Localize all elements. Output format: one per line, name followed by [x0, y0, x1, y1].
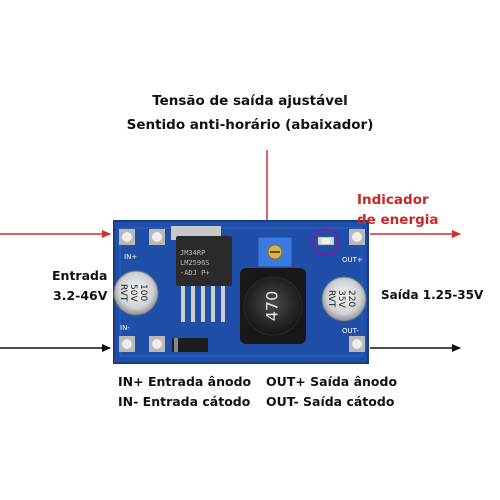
svg-text:RVT: RVT: [118, 284, 128, 302]
pin-out-plus: OUT+: [342, 256, 363, 264]
trimmer-potentiometer: [257, 236, 293, 268]
input-name: Entrada: [52, 268, 108, 283]
power-indicator-line2: de energia: [357, 212, 439, 228]
svg-text:LM2596S: LM2596S: [180, 259, 210, 267]
mounting-holes: [119, 229, 365, 352]
output-label: Saída 1.25-35V: [381, 288, 484, 302]
inductor: 470: [240, 268, 306, 344]
svg-text:JM34RP: JM34RP: [180, 249, 205, 257]
svg-text:35V: 35V: [336, 290, 346, 308]
adjustable-voltage-title: Tensão de saída ajustável: [152, 93, 348, 109]
input-capacitor: 100 50V RVT: [113, 270, 159, 316]
power-led: [317, 236, 335, 246]
svg-text:220: 220: [346, 290, 356, 307]
power-led-highlight: [312, 228, 340, 256]
svg-text:RVT: RVT: [326, 290, 336, 308]
adjustment-direction-title: Sentido anti-horário (abaixador): [126, 117, 374, 133]
input-range: 3.2-46V: [53, 288, 108, 303]
legend-out-plus: OUT+ Saída ânodo: [266, 374, 398, 389]
legend-in-minus: IN- Entrada cátodo: [118, 394, 251, 409]
svg-text:100: 100: [138, 284, 148, 301]
svg-text:470: 470: [263, 291, 282, 322]
output-legend: OUT+ Saída ânodo OUT- Saída cátodo: [266, 372, 397, 412]
input-legend: IN+ Entrada ânodo IN- Entrada cátodo: [118, 372, 251, 412]
svg-text:50V: 50V: [128, 284, 138, 302]
power-indicator-line1: Indicador: [357, 192, 429, 208]
output-capacitor: 220 35V RVT: [321, 276, 367, 322]
svg-text:-ADJ P+: -ADJ P+: [180, 269, 210, 277]
power-indicator-label: Indicador de energia: [357, 190, 439, 230]
legend-out-minus: OUT- Saída cátodo: [266, 394, 395, 409]
legend-in-plus: IN+ Entrada ânodo: [118, 374, 252, 389]
regulator-chip: JM34RP LM2596S -ADJ P+: [171, 226, 232, 322]
diode: [172, 338, 208, 352]
pin-in-minus: IN-: [120, 324, 130, 332]
input-label: Entrada 3.2-46V: [52, 266, 107, 306]
pin-in-plus: IN+: [124, 253, 137, 261]
pcb-board: IN+ IN- OUT+ OUT- 100 50V RVT JM34RP LM2…: [113, 220, 369, 364]
pin-out-minus: OUT-: [342, 327, 359, 335]
